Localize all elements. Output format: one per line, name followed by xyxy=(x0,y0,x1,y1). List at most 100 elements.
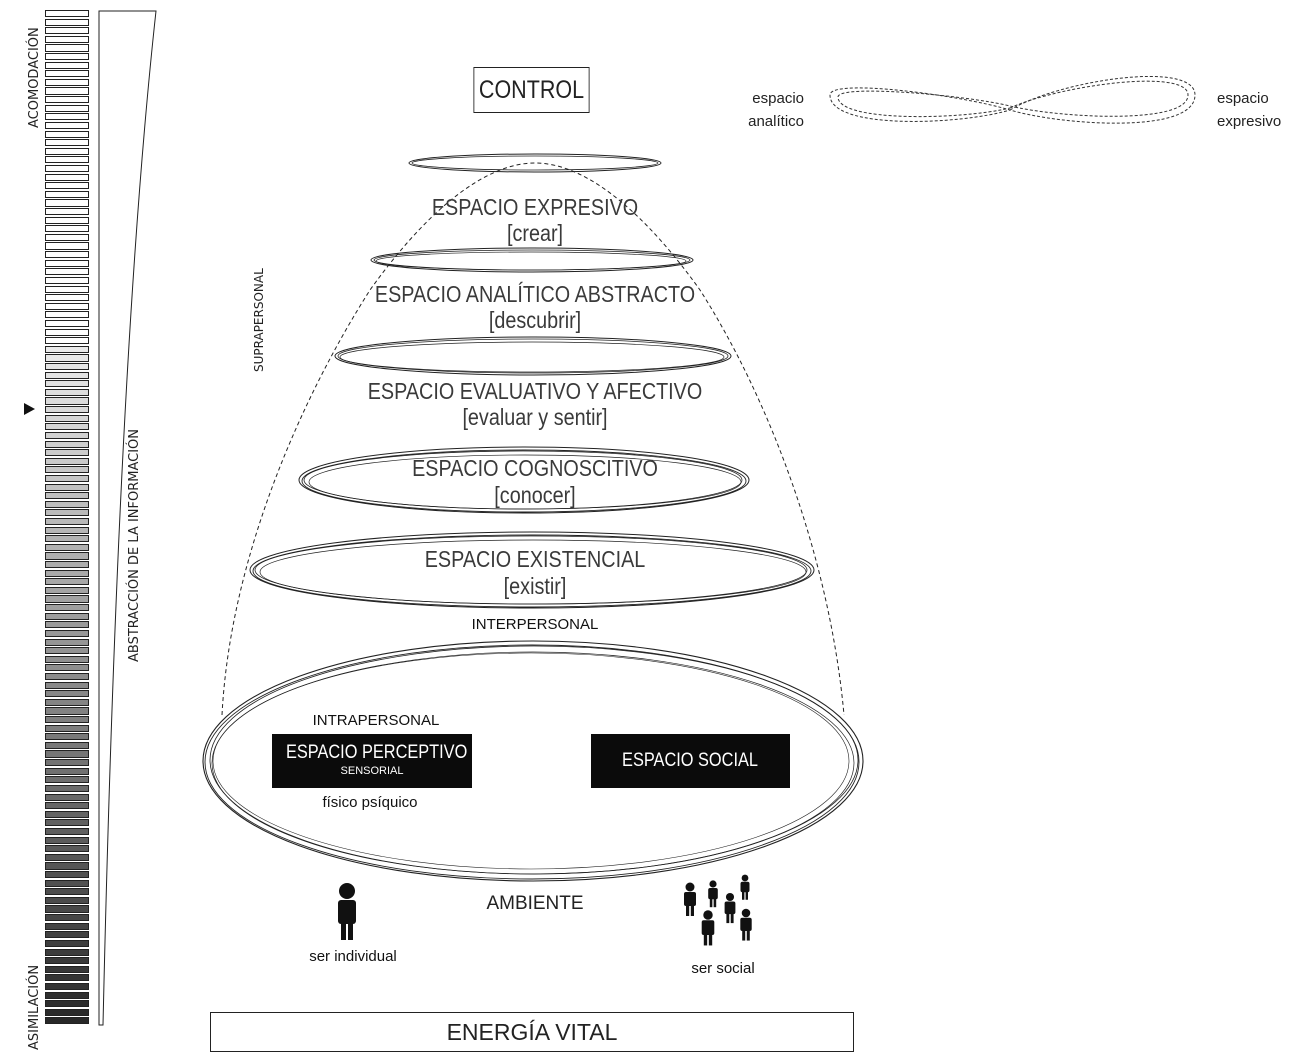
legend-right-line2: expresivo xyxy=(1217,113,1282,130)
ring-expresivo xyxy=(408,153,662,173)
legend-left-line1: espacio xyxy=(752,90,804,107)
people-group-icon xyxy=(684,874,752,946)
energy-vital-box: ENERGÍA VITAL xyxy=(210,1012,854,1052)
scale-stripe xyxy=(45,78,89,86)
person-figure xyxy=(684,882,696,916)
scale-stripe xyxy=(45,156,89,164)
scale-stripe xyxy=(45,1017,89,1025)
scale-stripe xyxy=(45,638,89,646)
space-verb-evaluativo: [evaluar y sentir] xyxy=(462,404,608,430)
scale-stripe xyxy=(45,345,89,353)
ring-analitico xyxy=(370,247,694,273)
scale-stripe xyxy=(45,276,89,285)
space-verb-analitico: [descubrir] xyxy=(488,307,582,333)
perceptive-title: ESPACIO PERCEPTIVO xyxy=(286,742,468,763)
scale-stripe xyxy=(45,285,89,293)
intrapersonal-label: INTRAPERSONAL xyxy=(312,712,440,729)
person-figure xyxy=(708,880,718,908)
scale-stripe xyxy=(45,586,89,594)
suprapersonal-dome xyxy=(221,162,845,716)
legend-left-line2: analítico xyxy=(748,113,804,130)
scale-stripe xyxy=(45,767,89,775)
scale-stripe xyxy=(45,1000,89,1008)
scale-stripe xyxy=(45,311,89,319)
individual-caption: ser individual xyxy=(309,948,397,965)
scale-stripe xyxy=(45,569,89,577)
scale-stripe xyxy=(45,974,89,982)
space-title-analitico: ESPACIO ANALÍTICO ABSTRACTO xyxy=(374,281,696,307)
scale-stripe xyxy=(45,208,89,216)
scale-stripe xyxy=(45,18,89,26)
scale-stripe xyxy=(45,96,89,104)
scale-stripe xyxy=(45,595,89,603)
scale-stripe xyxy=(45,707,89,715)
scale-stripe xyxy=(45,741,89,749)
scale-stripe xyxy=(45,113,89,121)
space-title-existencial: ESPACIO EXISTENCIAL xyxy=(424,546,646,572)
scale-stripe xyxy=(45,423,89,431)
scale-stripe xyxy=(45,914,89,922)
scale-stripe xyxy=(45,845,89,853)
scale-stripe xyxy=(45,810,89,818)
ring-cognoscitivo xyxy=(298,446,750,514)
scale-stripe xyxy=(45,500,89,508)
social-title: ESPACIO SOCIAL xyxy=(622,750,759,771)
interpersonal-label: INTERPERSONAL xyxy=(471,616,599,633)
scale-stripe xyxy=(45,509,89,517)
scale-stripe xyxy=(45,35,89,43)
scale-stripe xyxy=(45,827,89,836)
scale-stripe xyxy=(45,888,89,896)
scale-stripe xyxy=(45,371,89,379)
scale-stripe xyxy=(45,492,89,500)
scale-stripe xyxy=(45,363,89,371)
scale-stripe xyxy=(45,939,89,947)
legend-right: espacio expresivo xyxy=(1217,87,1281,133)
scale-stripe xyxy=(45,139,89,147)
scale-stripe xyxy=(45,690,89,698)
scale-stripe xyxy=(45,948,89,956)
scale-stripe xyxy=(45,698,89,706)
scale-stripe xyxy=(45,388,89,396)
scale-stripe xyxy=(45,27,89,35)
scale-stripe xyxy=(45,70,89,78)
perceptive-caption: físico psíquico xyxy=(322,794,418,811)
ambiente-label: AMBIENTE xyxy=(486,893,584,914)
scale-stripe xyxy=(45,474,89,483)
scale-marker-icon xyxy=(24,403,35,415)
scale-stripe xyxy=(45,552,89,560)
scale-stripe xyxy=(45,922,89,930)
scale-stripe xyxy=(45,957,89,965)
scale-stripe xyxy=(45,793,89,801)
scale-stripe xyxy=(45,526,89,534)
scale-stripe xyxy=(45,716,89,724)
scale-stripe xyxy=(45,457,89,465)
scale-stripe xyxy=(45,53,89,61)
scale-stripe xyxy=(45,466,89,474)
scale-stripe xyxy=(45,672,89,681)
scale-stripe xyxy=(45,104,89,112)
group-caption: ser social xyxy=(691,960,755,977)
scale-stripe xyxy=(45,431,89,439)
scale-stripe xyxy=(45,414,89,422)
scale-stripe xyxy=(45,251,89,259)
person-icon xyxy=(338,883,356,940)
infinity-loop-icon xyxy=(829,75,1196,124)
scale-stripe xyxy=(45,853,89,861)
scale-stripe xyxy=(45,621,89,629)
scale-stripe xyxy=(45,862,89,870)
scale-stripe xyxy=(45,647,89,655)
scale-stripe xyxy=(45,397,89,405)
legend-left: espacio analítico xyxy=(742,87,804,133)
legend-right-line1: espacio xyxy=(1217,90,1269,107)
scale-stripe xyxy=(45,750,89,758)
scale-stripe xyxy=(45,629,89,638)
scale-stripe xyxy=(45,216,89,224)
scale-stripe xyxy=(45,173,89,181)
scale-stripe xyxy=(45,784,89,793)
scale-stripe xyxy=(45,268,89,276)
scale-stripe xyxy=(45,664,89,672)
person-figure xyxy=(740,908,752,941)
abstraction-wedge xyxy=(98,10,157,1026)
scale-stripe xyxy=(45,242,89,250)
